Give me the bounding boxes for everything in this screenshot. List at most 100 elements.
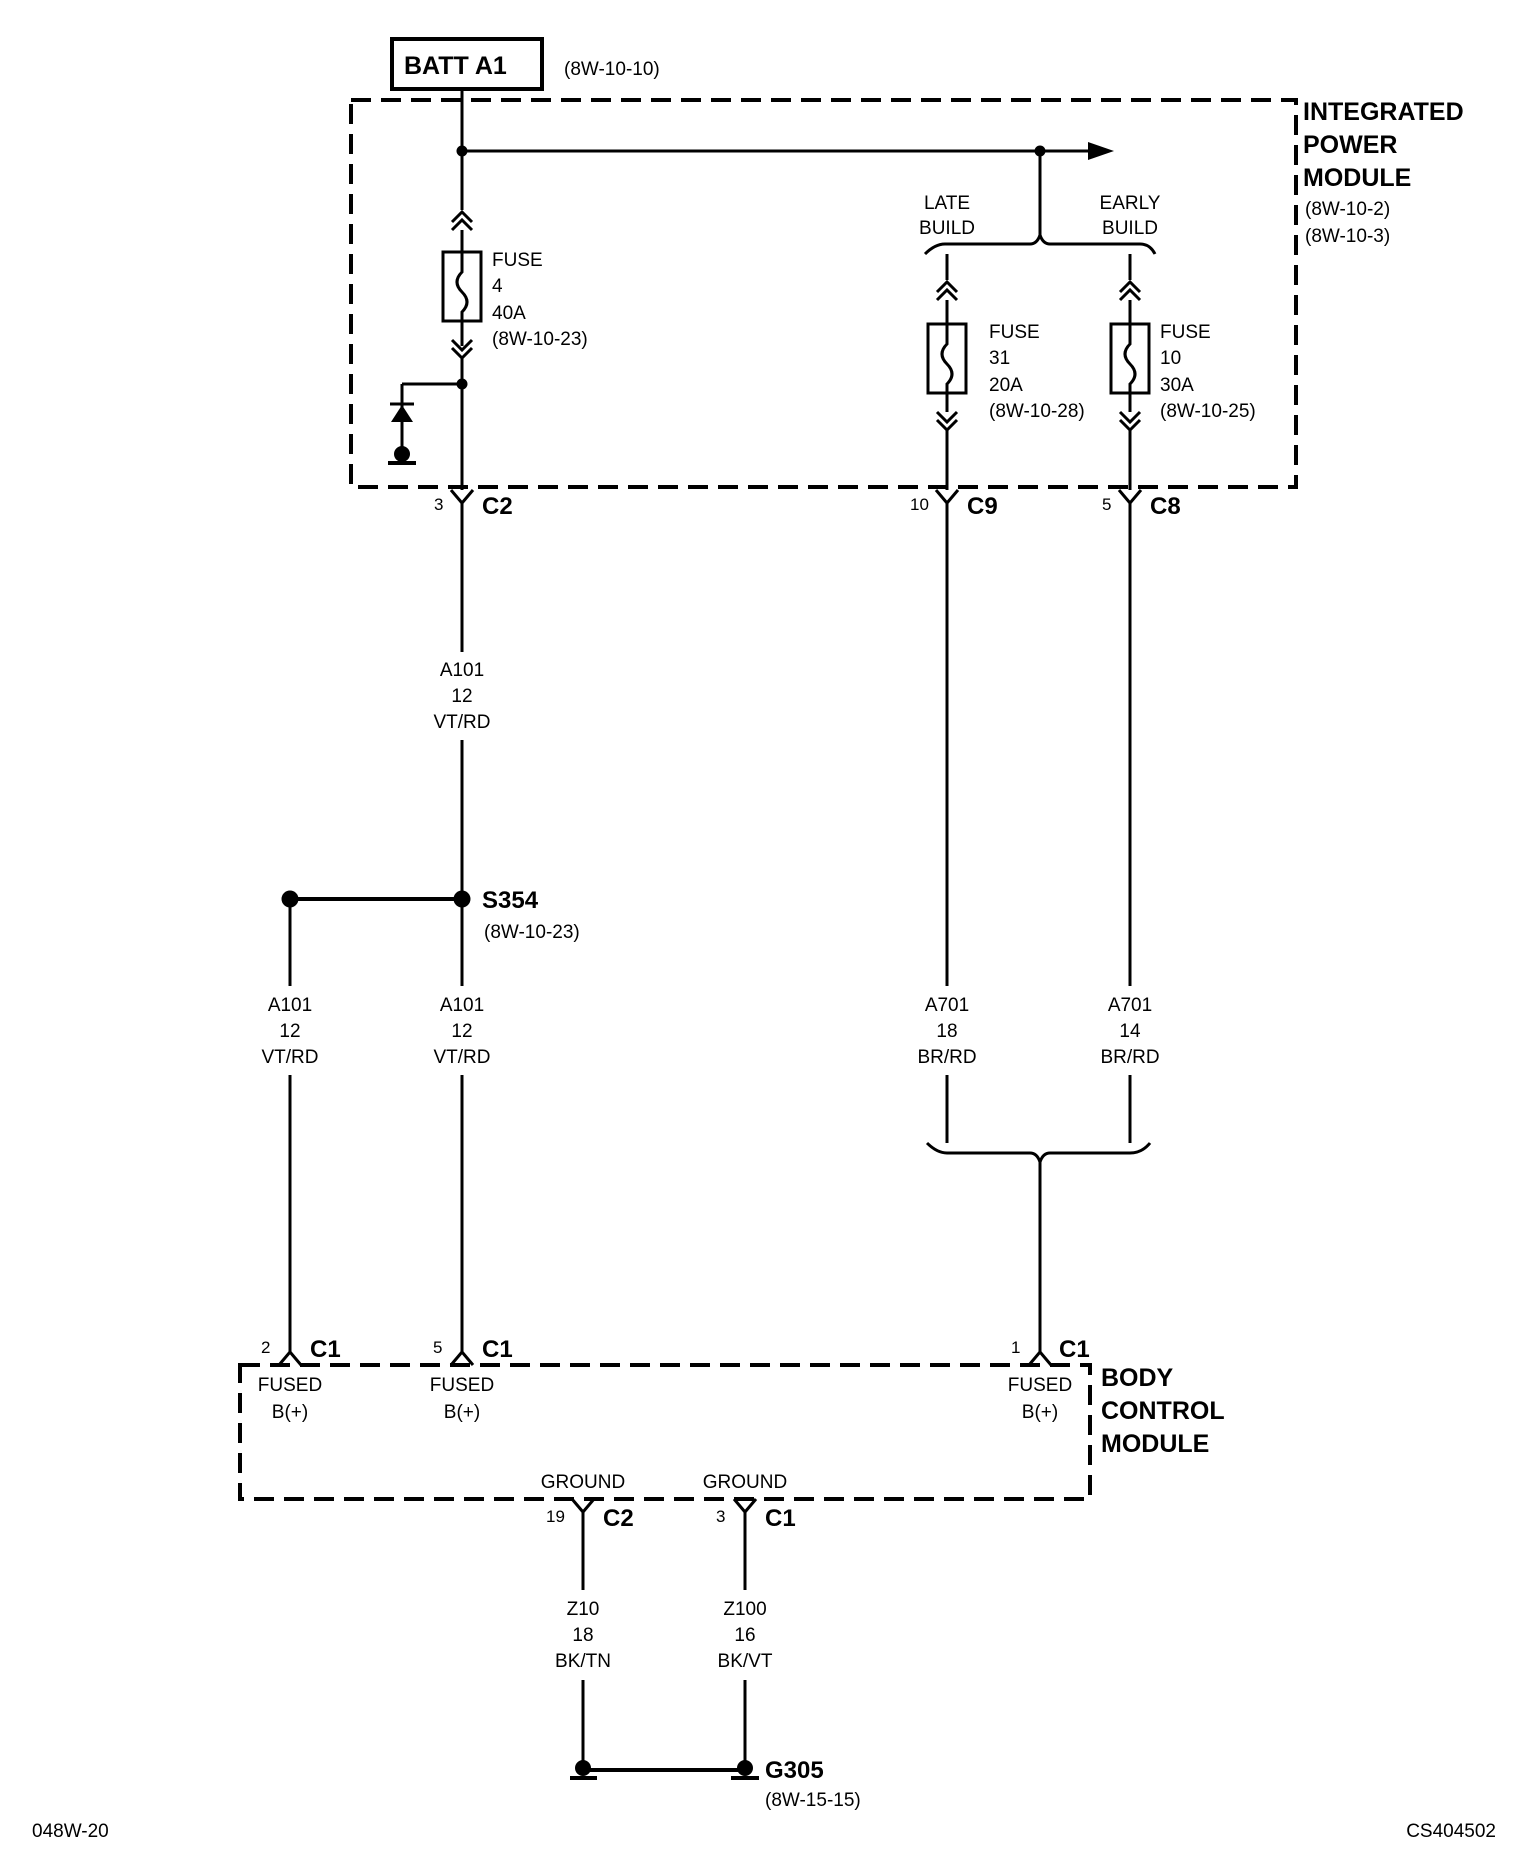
fuse-element-icon — [1123, 324, 1137, 393]
wire-color: VT/RD — [262, 1047, 319, 1068]
connector-name: C1 — [310, 1336, 341, 1363]
page-code-right: CS404502 — [1406, 1821, 1496, 1842]
wire-z100: Z100 16 BK/VT — [718, 1512, 773, 1762]
ground-g305: G305 (8W-15-15) — [570, 1757, 861, 1811]
connector-name: C1 — [482, 1336, 513, 1363]
connector-name: C8 — [1150, 493, 1181, 520]
connector-pin-number: 5 — [1102, 495, 1111, 514]
ipm-title-2: POWER — [1303, 131, 1397, 159]
connector-name: C9 — [967, 493, 998, 520]
connector-name: C1 — [1059, 1336, 1090, 1363]
wire-z10: Z10 18 BK/TN — [555, 1512, 611, 1762]
splice-ref: (8W-10-23) — [484, 922, 580, 943]
fuse-31: FUSE 31 20A (8W-10-28) — [926, 254, 1085, 490]
connector-pin-number: 3 — [434, 495, 443, 514]
wire-gauge: 14 — [1119, 1021, 1141, 1042]
batt-a1-ref: (8W-10-10) — [564, 59, 660, 80]
connector-pin-icon — [449, 489, 475, 506]
bcm-ground-pin-19: GROUND 19 C2 — [541, 1472, 634, 1532]
ipm-boundary — [349, 98, 1298, 489]
wire-circuit: A701 — [1108, 995, 1152, 1016]
wire-circuit: A701 — [925, 995, 969, 1016]
fuse-element-icon — [940, 324, 954, 393]
ground-dot-icon — [575, 1760, 591, 1776]
connector-name: C1 — [765, 1505, 796, 1532]
wire-gauge: 12 — [279, 1021, 300, 1042]
connector-pin-number: 2 — [261, 1338, 270, 1357]
ipm-bus: LATE BUILD EARLY BUILD — [456, 89, 1161, 256]
wire-circuit: A101 — [440, 995, 484, 1016]
fuse-10-label-2: 10 — [1160, 348, 1181, 369]
connector-pin-number: 10 — [910, 495, 929, 514]
connector-pin-icon — [570, 1498, 596, 1515]
wire-a701-late: A701 18 BR/RD — [917, 503, 977, 1143]
pin-function-1: FUSED — [258, 1375, 322, 1396]
fuse-4-label-1: FUSE — [492, 250, 543, 271]
pin-function-2: B(+) — [444, 1402, 480, 1423]
ipm-connector-c2: 3 C2 — [434, 489, 513, 520]
fuse-element-icon — [455, 252, 469, 321]
early-build-label-2: BUILD — [1102, 218, 1158, 239]
wire-color: BK/VT — [718, 1651, 773, 1672]
diode-icon — [391, 405, 413, 422]
fuse-cavity-top-icon — [1118, 279, 1142, 302]
pin-function-1: FUSED — [1008, 1375, 1072, 1396]
fuse-10-label-3: 30A — [1160, 375, 1194, 396]
body-control-module: BODY CONTROL MODULE — [238, 1363, 1225, 1501]
fuse-4-label-2: 4 — [492, 276, 503, 297]
wire-gauge: 18 — [572, 1625, 593, 1646]
bcm-input-pin-1: 1 C1 FUSED B(+) — [1008, 1336, 1090, 1423]
wire-a101-left: A101 12 VT/RD — [262, 899, 319, 1352]
connector-pin-number: 3 — [716, 1507, 725, 1526]
bus-junction-dot — [456, 145, 468, 157]
ipm-title-1: INTEGRATED — [1303, 98, 1464, 126]
fuse-31-label-1: FUSE — [989, 322, 1040, 343]
connector-pin-number: 5 — [433, 1338, 442, 1357]
fuse-10-label-1: FUSE — [1160, 322, 1211, 343]
bcm-title-1: BODY — [1101, 1364, 1174, 1392]
bus-continue-arrow-icon — [1088, 142, 1114, 160]
batt-a1-box — [390, 37, 544, 91]
page-code-left: 048W-20 — [32, 1821, 109, 1842]
fuse-cavity-top-icon — [935, 279, 959, 302]
wire-color: VT/RD — [434, 712, 491, 733]
bcm-ground-pin-3: GROUND 3 C1 — [703, 1472, 796, 1532]
late-build-label-1: LATE — [924, 193, 970, 214]
fuse-4-label-3: 40A — [492, 303, 526, 324]
wire-color: VT/RD — [434, 1047, 491, 1068]
splice-name: S354 — [482, 887, 539, 914]
connector-pin-number: 19 — [546, 1507, 565, 1526]
ipm-connector-c9: 10 C9 — [910, 489, 998, 520]
wire-a101-right: A101 12 VT/RD — [434, 899, 491, 1352]
fuse-cavity-bottom-icon — [1118, 410, 1142, 433]
connector-pin-icon — [1117, 489, 1143, 506]
fuse-cavity-top-icon — [450, 209, 474, 232]
fuse-4-label-4: (8W-10-23) — [492, 329, 588, 350]
wire-gauge: 16 — [734, 1625, 755, 1646]
wire-color: BR/RD — [917, 1047, 976, 1068]
connector-pin-number: 1 — [1011, 1338, 1020, 1357]
fuse-31-label-2: 31 — [989, 348, 1010, 369]
wire-gauge: 12 — [451, 1021, 472, 1042]
wire-circuit: Z100 — [723, 1599, 766, 1620]
bcm-title-2: CONTROL — [1101, 1397, 1225, 1425]
wire-gauge: 18 — [936, 1021, 957, 1042]
battery-source: BATT A1 (8W-10-10) — [390, 37, 660, 91]
splice-s354: S354 (8W-10-23) — [281, 887, 580, 943]
wire-a701-early: A701 14 BR/RD — [1100, 503, 1160, 1143]
batt-a1-label: BATT A1 — [404, 52, 507, 80]
pin-function: GROUND — [541, 1472, 625, 1493]
ipm-ref-2: (8W-10-3) — [1305, 226, 1390, 247]
ground-ref: (8W-15-15) — [765, 1790, 861, 1811]
fuse-10: FUSE 10 30A (8W-10-25) — [1109, 254, 1256, 490]
ground-dot-icon — [737, 1760, 753, 1776]
connector-name: C2 — [603, 1505, 634, 1532]
ipm-ref-1: (8W-10-2) — [1305, 199, 1390, 220]
connector-pin-icon — [449, 1349, 475, 1366]
wire-circuit: A101 — [440, 660, 484, 681]
late-build-label-2: BUILD — [919, 218, 975, 239]
connector-pin-icon — [1027, 1349, 1053, 1366]
wire-circuit: A101 — [268, 995, 312, 1016]
fuse-31-label-4: (8W-10-28) — [989, 401, 1085, 422]
